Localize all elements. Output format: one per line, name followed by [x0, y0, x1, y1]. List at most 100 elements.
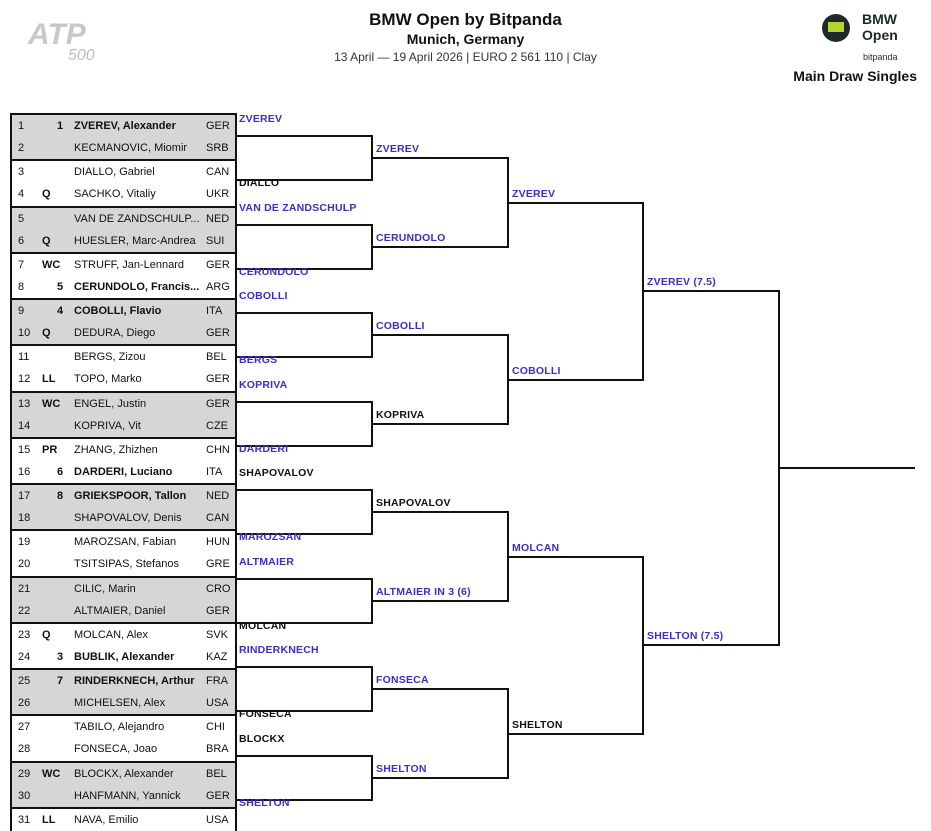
entry-type: Q — [42, 628, 51, 641]
player-name: STRUFF, Jan-Lennard — [74, 258, 185, 271]
round-3-winner: COBOLLI — [512, 364, 561, 377]
draw-position: 12 — [18, 373, 31, 386]
round-1-winner: MOLCAN — [239, 619, 287, 632]
draw-position: 13 — [18, 397, 31, 410]
country-code: CHN — [206, 443, 230, 456]
bracket-line — [372, 599, 508, 602]
round-1-winner: DARDERI — [239, 442, 289, 455]
player-name: RINDERKNECH, Arthur — [74, 675, 195, 687]
svg-text:bitpanda: bitpanda — [863, 52, 898, 62]
country-code: GER — [206, 789, 230, 802]
draw-position: 19 — [18, 536, 31, 549]
player-name: MAROZSAN, Fabian — [74, 536, 177, 549]
bracket-line — [235, 356, 372, 359]
country-code: KAZ — [206, 650, 228, 663]
round-2-winner: CERUNDOLO — [376, 231, 446, 244]
country-code: SUI — [206, 234, 225, 247]
bracket-line — [372, 245, 508, 248]
tournament-title: BMW Open by Bitpanda — [369, 10, 562, 29]
round-2-winner: KOPRIVA — [376, 408, 425, 421]
entry-type: LL — [42, 813, 56, 826]
player-name: KOPRIVA, Vit — [74, 419, 141, 432]
entry-type: WC — [42, 258, 61, 271]
bracket-line — [372, 334, 508, 337]
draw-position: 3 — [18, 166, 25, 179]
draw-position: 11 — [18, 351, 30, 364]
bracket-line — [508, 732, 643, 735]
player-name: VAN DE ZANDSCHULP... — [74, 212, 200, 225]
draw-position: 9 — [18, 305, 25, 317]
tournament-location: Munich, Germany — [406, 31, 525, 47]
player-name: TSITSIPAS, Stefanos — [74, 558, 179, 571]
country-code: GER — [206, 373, 230, 386]
round-1-winner: COBOLLI — [239, 290, 288, 302]
draw-position: 7 — [18, 258, 25, 271]
round-2-winner: COBOLLI — [376, 320, 425, 333]
svg-text:Open: Open — [862, 27, 898, 43]
bracket-line — [235, 223, 372, 226]
round-1-winner: BERGS — [239, 354, 278, 367]
country-code: USA — [206, 697, 229, 710]
tournament-info: 13 April — 19 April 2026 | EURO 2 561 11… — [334, 50, 597, 64]
country-code: NED — [206, 212, 230, 225]
player-name: FONSECA, Joao — [74, 743, 158, 756]
round-2-winner: FONSECA — [376, 674, 429, 687]
round-2-winner: ALTMAIER IN 3 (6) — [376, 585, 471, 598]
draw-position: 28 — [18, 743, 31, 756]
round-4-winner: ZVEREV (7.5) — [647, 276, 716, 288]
player-name: CILIC, Marin — [74, 582, 136, 595]
draw-position: 16 — [18, 465, 31, 478]
country-code: BRA — [206, 743, 229, 756]
draw-position: 6 — [18, 234, 25, 247]
seed: 5 — [57, 280, 64, 293]
bracket-line — [508, 201, 643, 204]
country-code: BEL — [206, 351, 227, 364]
country-code: GER — [206, 397, 230, 410]
country-code: UKR — [206, 188, 230, 201]
round-1-winner: DIALLO — [239, 177, 280, 190]
round-4-winner: SHELTON (7.5) — [647, 630, 724, 642]
bracket-line — [779, 467, 915, 469]
country-code: GRE — [206, 558, 230, 571]
bracket-line — [235, 135, 372, 138]
country-code: CAN — [206, 166, 230, 179]
player-name: ALTMAIER, Daniel — [74, 604, 166, 617]
entry-type: WC — [42, 767, 61, 780]
draw-position: 10 — [18, 327, 31, 340]
country-code: ITA — [206, 465, 223, 478]
draw-position: 8 — [18, 280, 25, 293]
draw-position: 25 — [18, 675, 31, 687]
round-1-winner: RINDERKNECH — [239, 644, 319, 656]
svg-text:ATP: ATP — [27, 18, 87, 51]
player-name: NAVA, Emilio — [74, 813, 139, 826]
country-code: CZE — [206, 419, 228, 432]
player-name: GRIEKSPOOR, Tallon — [74, 490, 187, 502]
country-code: GER — [206, 604, 230, 617]
country-code: GER — [206, 258, 230, 271]
player-name: TOPO, Marko — [74, 373, 142, 386]
bracket-line — [235, 754, 372, 757]
bracket-line — [235, 621, 372, 624]
seed: 7 — [57, 675, 64, 687]
player-name: BERGS, Zizou — [74, 351, 146, 364]
